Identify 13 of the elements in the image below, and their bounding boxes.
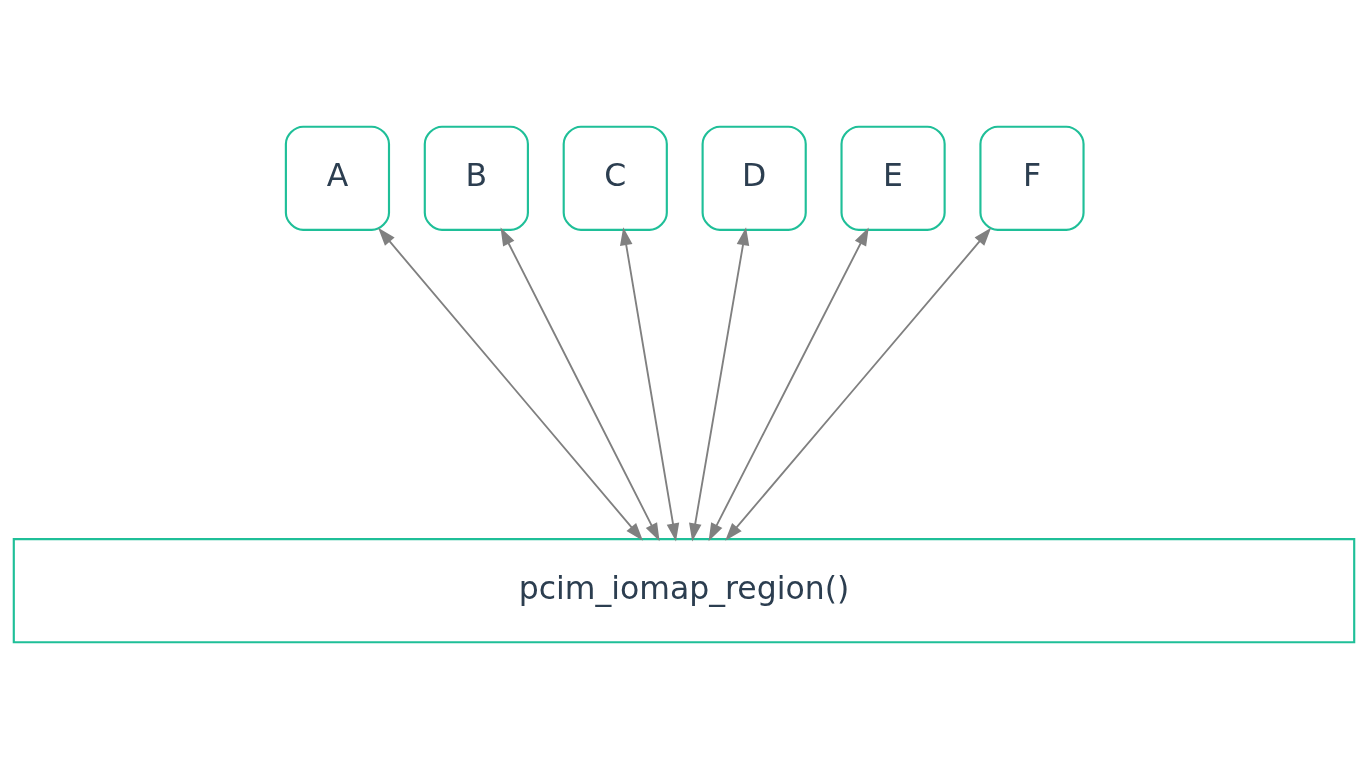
node-box: D [701,125,807,231]
arrow [500,226,660,541]
node-box: E [840,125,946,231]
node-box: A [284,125,391,231]
node-box: pcim_iomap_region() [12,537,1356,643]
node-box: C [562,125,668,231]
node-box: F [979,125,1085,231]
arrow [708,226,869,541]
arrow [620,226,680,541]
arrow [725,227,992,541]
arrow [378,227,643,541]
arrow [689,226,750,541]
node-box: B [423,125,529,231]
